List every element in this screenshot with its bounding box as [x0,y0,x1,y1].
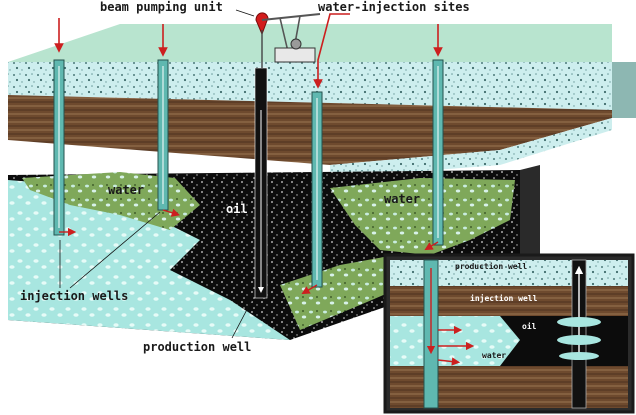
label-injection-wells: injection wells [20,289,129,303]
label-water-right: water [384,192,421,206]
reservoir-side [520,165,540,260]
inset-label-injection-well: injection well [470,294,538,303]
upper-side-face [612,62,636,118]
beam-pumping-unit [255,12,321,68]
label-water-injection-sites: water-injection sites [318,0,470,14]
inset-label-water: water [482,351,507,360]
inset-detail [383,253,635,414]
water-zone-right [330,178,515,255]
label-oil: oil [226,202,248,216]
leader-beam-unit [235,9,255,17]
outflow-3 [301,284,318,295]
inset-label-oil: oil [522,322,537,331]
inset-label-production-well: production well [455,262,528,271]
outflow-2 [162,208,181,217]
outflow-4 [424,241,439,251]
upper-rock-lower-right [330,118,612,178]
label-beam-pumping-unit: beam pumping unit [100,0,223,14]
leader-injection-wells-2 [69,211,161,289]
leader-production-well [231,299,253,339]
injection-arrow-3 [313,13,350,89]
water-zone-light [8,180,290,340]
label-water-left: water [108,183,145,197]
label-production-well: production well [143,340,252,354]
